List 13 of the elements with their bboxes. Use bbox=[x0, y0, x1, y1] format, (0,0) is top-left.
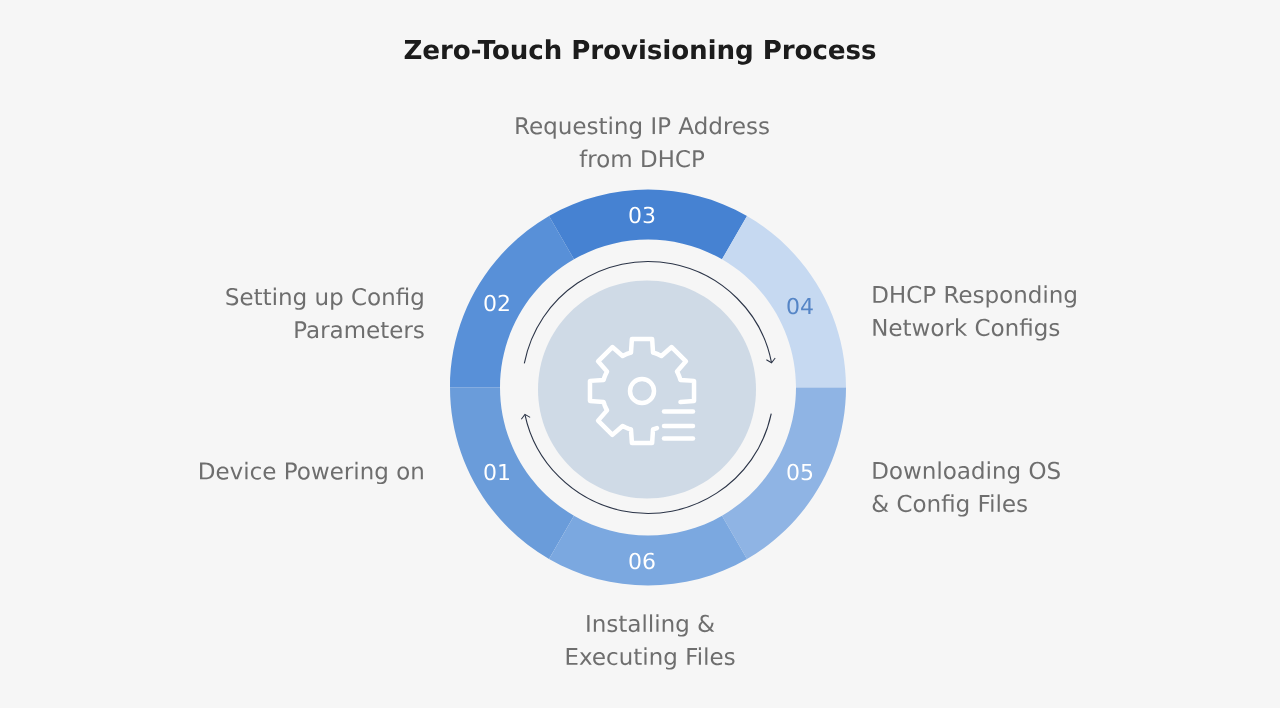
ring-segment: 01 bbox=[450, 387, 574, 559]
step-label: DHCP Responding Network Configs bbox=[873, 285, 1076, 341]
step-label: Setting up Config Parameters bbox=[226, 287, 424, 339]
title: Zero-Touch Provisioning Process bbox=[404, 39, 876, 65]
ring-segment: 06 bbox=[549, 515, 747, 586]
ring-segment: 03 bbox=[549, 189, 747, 260]
step-label: Device Powering on bbox=[200, 461, 423, 485]
ring-segment: 04 bbox=[722, 216, 846, 388]
ring-segment: 02 bbox=[450, 216, 574, 388]
ring-segment: 05 bbox=[722, 387, 846, 559]
step-label: Requesting IP Address from DHCP bbox=[516, 116, 769, 168]
step-label: Downloading OS & Config Files bbox=[872, 461, 1060, 517]
step-label: Installing & Executing Files bbox=[566, 614, 735, 670]
